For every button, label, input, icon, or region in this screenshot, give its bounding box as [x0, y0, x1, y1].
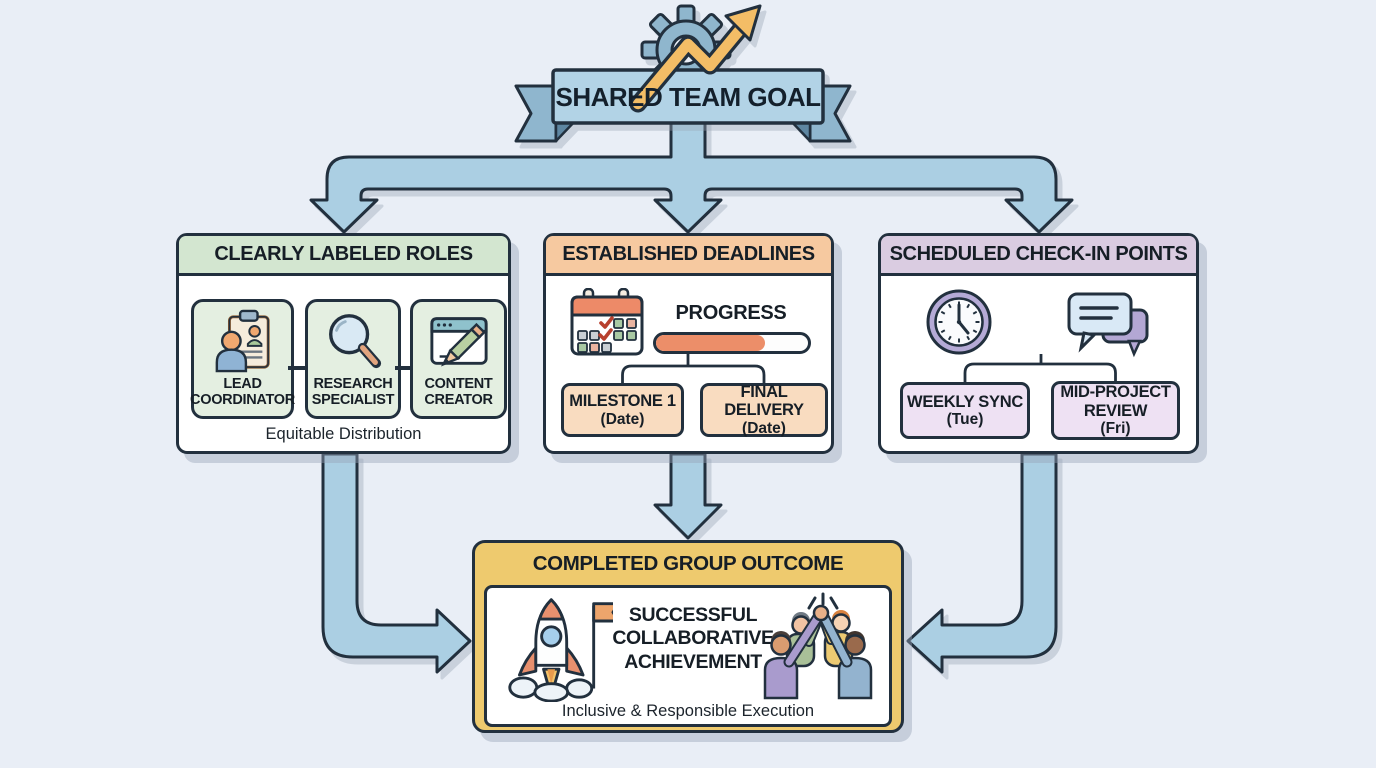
outcome-panel: COMPLETED GROUP OUTCOME — [472, 540, 904, 733]
meeting-day: (Tue) — [946, 411, 984, 429]
team-high-five-icon — [763, 592, 873, 700]
milestone-date: (Date) — [600, 410, 645, 428]
milestone-bracket — [621, 352, 766, 383]
progress-label: PROGRESS — [675, 302, 787, 324]
milestone-name: MILESTONE 1 — [569, 392, 676, 411]
meeting-bracket — [963, 354, 1117, 382]
role-link — [288, 366, 305, 370]
meeting-name: WEEKLY SYNC — [907, 392, 1023, 411]
outcome-headline: SUCCESSFUL COLLABORATIVE ACHIEVEMENT — [612, 604, 774, 673]
checkins-panel-title: SCHEDULED CHECK-IN POINTS — [881, 236, 1196, 276]
ribbon-center — [551, 68, 825, 125]
magnifier-icon — [329, 314, 382, 369]
role-link — [395, 366, 410, 370]
person-clipboard-icon — [215, 309, 270, 373]
connector-top-split — [309, 114, 1074, 234]
document-pencil-icon — [429, 317, 488, 367]
milestone-date: (Date) — [742, 419, 786, 437]
roles-panel: CLEARLY LABELED ROLES LEAD COORDINATOR — [176, 233, 511, 454]
final-delivery-pill: FINAL DELIVERY (Date) — [700, 383, 828, 437]
connector-center-to-outcome — [653, 452, 723, 540]
progress-fill — [656, 335, 766, 351]
trend-arrow-icon — [629, 4, 762, 113]
role-card-content-creator: CONTENT CREATOR — [410, 299, 507, 419]
checkins-panel: SCHEDULED CHECK-IN POINTS — [878, 233, 1199, 454]
meeting-name: MID-PROJECT REVIEW — [1060, 383, 1171, 420]
role-card-lead-coordinator: LEAD COORDINATOR — [190, 299, 295, 419]
calendar-icon — [570, 288, 644, 356]
ribbon-banner — [514, 4, 852, 143]
progress-bar — [653, 332, 811, 354]
rocket-launch-icon — [508, 598, 613, 702]
connector-right-to-outcome — [906, 452, 1058, 674]
outcome-content: SUCCESSFUL COLLABORATIVE ACHIEVEMENT — [484, 585, 892, 727]
outcome-panel-title: COMPLETED GROUP OUTCOME — [532, 552, 844, 575]
milestone-name: FINAL DELIVERY — [724, 382, 804, 420]
roles-panel-title: CLEARLY LABELED ROLES — [179, 236, 508, 276]
role-label: LEAD COORDINATOR — [190, 376, 295, 409]
deadlines-panel-title: ESTABLISHED DEADLINES — [546, 236, 831, 276]
outcome-footnote: Inclusive & Responsible Execution — [561, 702, 815, 720]
weekly-sync-pill: WEEKLY SYNC (Tue) — [900, 382, 1030, 439]
connector-left-to-outcome — [321, 452, 472, 674]
mid-project-review-pill: MID-PROJECT REVIEW (Fri) — [1051, 381, 1180, 440]
role-card-research-specialist: RESEARCH SPECIALIST — [305, 299, 401, 419]
meeting-day: (Fri) — [1100, 420, 1131, 438]
chat-bubbles-icon — [1067, 292, 1149, 358]
milestone-1-pill: MILESTONE 1 (Date) — [561, 383, 684, 437]
role-label: RESEARCH SPECIALIST — [311, 376, 395, 409]
role-label: CONTENT CREATOR — [424, 376, 493, 409]
shared-goal-title: SHARED TEAM GOAL — [555, 81, 822, 112]
roles-footnote: Equitable Distribution — [265, 425, 422, 443]
clock-icon — [926, 289, 992, 355]
deadlines-panel: ESTABLISHED DEADLINES PROGRESS — [543, 233, 834, 454]
